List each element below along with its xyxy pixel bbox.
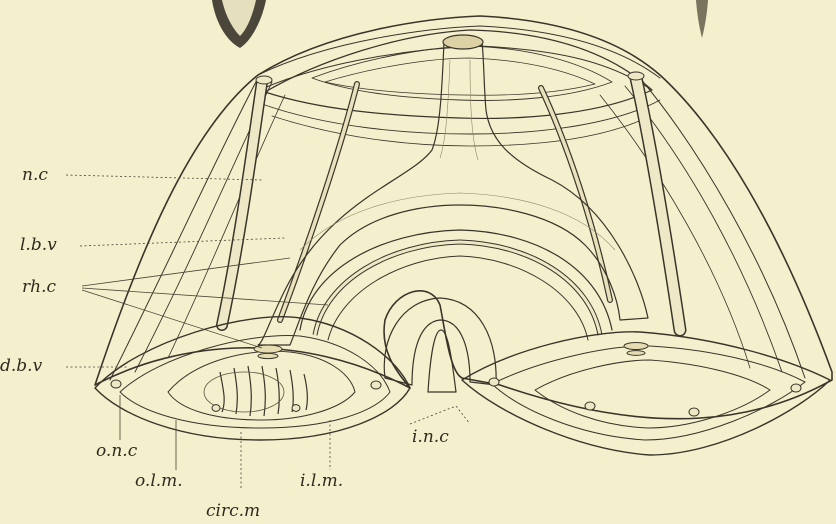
label-o-n-c: o.n.c [96,441,138,461]
label-i-n-c: i.n.c [412,427,449,447]
label-n-c: n.c [22,165,48,185]
label-l-b-v: l.b.v [20,235,57,255]
right-cross-section [462,332,830,455]
label-rh-c: rh.c [22,277,56,297]
left-cross-section [95,317,410,440]
top-remnant-left [212,0,266,48]
label-circ-m: circ.m [206,501,260,521]
body-wall [95,16,832,419]
nerve-cords [222,72,680,330]
label-i-l-m: i.l.m. [300,471,343,491]
top-remnant-right [696,0,708,38]
label-o-l-m: o.l.m. [135,471,183,491]
label-d-b-v: d.b.v [0,356,43,376]
